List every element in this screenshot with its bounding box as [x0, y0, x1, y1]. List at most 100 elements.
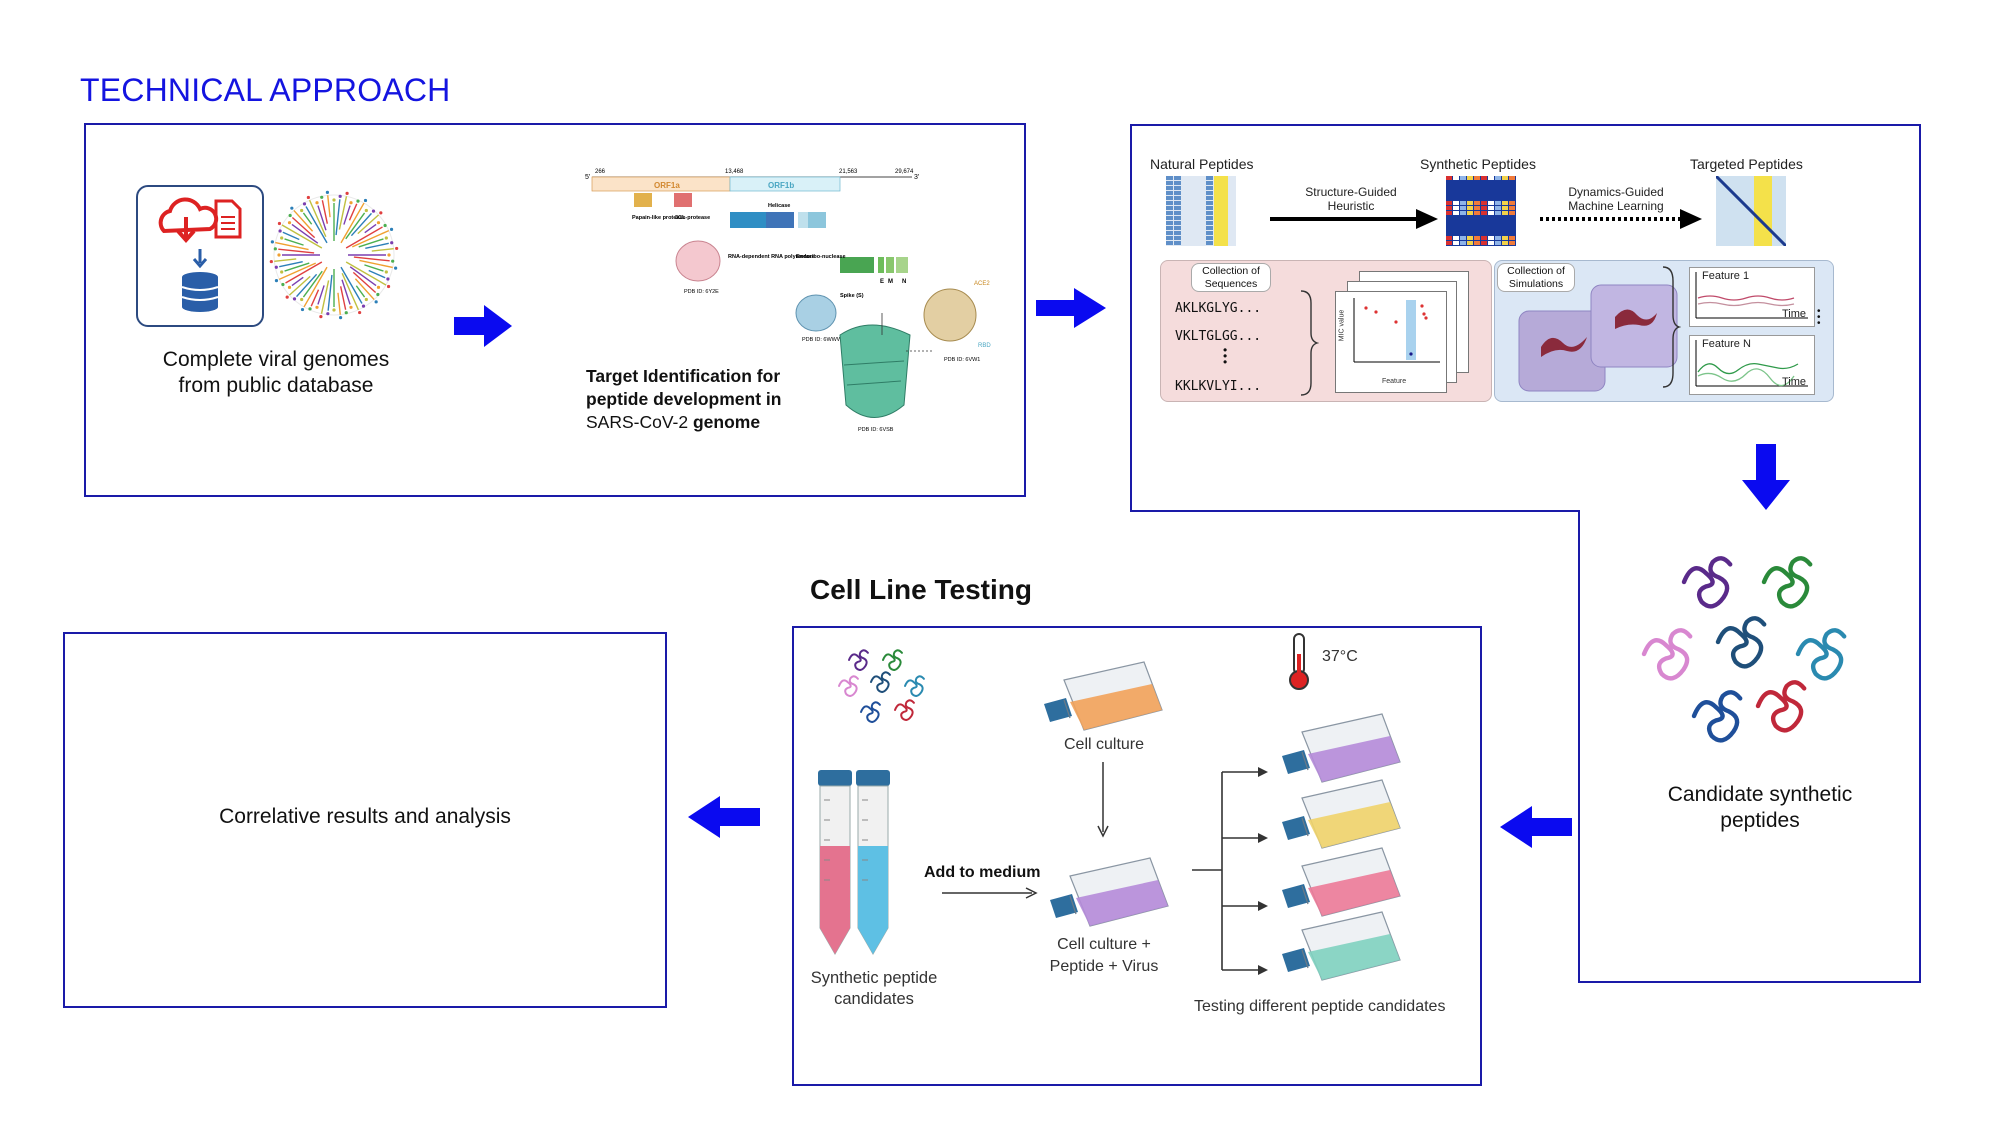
heuristic-label-line1: Structure-Guided — [1305, 185, 1397, 199]
target-label-sars: SARS-CoV-2 — [586, 411, 693, 432]
peptide-design-panel-frame — [1130, 124, 1921, 983]
arrow-right-icon — [1036, 288, 1106, 328]
ml-arrow — [1540, 209, 1702, 229]
candidates-label-line1: Candidate synthetic — [1667, 783, 1853, 806]
synthetic-candidates-line2: candidates — [834, 989, 914, 1008]
time-label-1: Time — [1782, 308, 1807, 320]
pos-21563-label: 21,563 — [839, 169, 858, 175]
ace2-structure-graphic — [923, 288, 977, 342]
heuristic-label-line2: Heuristic — [1327, 198, 1375, 213]
protease-structure-graphic — [675, 240, 721, 282]
papain-label: Papain-like protease — [632, 215, 686, 221]
pdb-6vsb-label: PDB ID: 6VSB — [858, 427, 894, 433]
test-flask-teal — [1282, 911, 1401, 981]
cell-culture-label: Cell culture — [1064, 736, 1145, 753]
test-flask-pink — [1282, 847, 1401, 917]
feature-axis-label: Feature — [1382, 378, 1407, 385]
orf1b-label: ORF1b — [768, 181, 794, 190]
pdb-6www-label: PDB ID: 6WWW — [802, 337, 843, 343]
target-label-line1: Target Identification for — [586, 366, 781, 386]
synthetic-peptides-heatmap — [1446, 176, 1516, 246]
sequences-panel: Collection of Sequences AKLKGLYG... VKLT… — [1160, 260, 1492, 402]
branch-arrows — [1192, 767, 1268, 975]
page-title: TECHNICAL APPROACH — [80, 72, 451, 108]
genome-map-diagram: 5' 266 13,468 21,563 29,674 3' ORF1a ORF… — [585, 169, 991, 433]
collection-simulations-line2: Simulations — [1508, 277, 1564, 290]
endonuclease-structure-graphic — [795, 294, 837, 332]
natural-peptides-heatmap — [1166, 176, 1236, 246]
testing-label: Testing different peptide candidates — [1194, 998, 1446, 1015]
helicase-block — [766, 212, 794, 228]
test-flask-yellow — [1282, 779, 1401, 849]
pos-266-label: 266 — [595, 169, 606, 175]
simulations-panel: Collection of Simulations Feature 1 Time… — [1494, 260, 1834, 402]
feature1-label: Feature 1 — [1702, 270, 1750, 282]
featureN-timeseries: Feature N Time — [1689, 335, 1815, 395]
e-gene-label: E — [880, 279, 884, 285]
papain-block — [634, 193, 652, 207]
mixed-culture-line1: Cell culture + — [1057, 936, 1151, 953]
cell-culture-flask — [1044, 661, 1163, 731]
test-tubes-graphic — [818, 770, 890, 956]
ml-label-line1: Dynamics-Guided — [1568, 185, 1664, 199]
ellipsis-dots: ••• — [1817, 306, 1821, 329]
featureN-label: Feature N — [1702, 338, 1751, 350]
helicase-label: Helicase — [768, 203, 790, 209]
target-label-genome: genome — [692, 411, 761, 432]
temperature-label: 37°C — [1322, 648, 1358, 665]
pdb-6y2e-label: PDB ID: 6Y2E — [684, 289, 719, 295]
brace-icon — [1662, 266, 1681, 388]
brace-icon — [1300, 290, 1319, 396]
candidates-label-line2: peptides — [1720, 809, 1800, 833]
ace2-label: ACE2 — [974, 281, 990, 287]
data-collection-panel: Complete viral genomes from public datab… — [84, 123, 1026, 497]
database-download-icon — [158, 197, 242, 312]
target-label-line2: peptide development in — [586, 388, 782, 409]
mic-axis-label: MIC value — [1338, 309, 1346, 342]
test-flask-purple — [1282, 713, 1401, 783]
genomes-label-line2: from public database — [178, 374, 374, 398]
pos-13468-label: 13,468 — [725, 169, 744, 175]
ml-label-line2: Machine Learning — [1568, 198, 1664, 213]
results-panel: Correlative results and analysis — [63, 632, 667, 1008]
genomes-label-line1: Complete viral genomes — [162, 348, 390, 371]
peptide-cluster-icon — [838, 649, 925, 723]
synthetic-candidates-line1: Synthetic peptide — [810, 969, 938, 987]
3cl-block — [674, 193, 692, 207]
rbd-label: RBD — [978, 343, 991, 349]
endo-label: Endoribo-nuclease — [796, 254, 846, 260]
spike-label: Spike (S) — [840, 293, 864, 299]
ellipsis-dots: ••• — [1223, 343, 1228, 369]
orf1b-region — [729, 176, 841, 192]
collection-sequences-tag: Collection of Sequences — [1191, 263, 1271, 293]
arrow-left-icon — [1500, 806, 1572, 848]
cell-line-heading: Cell Line Testing — [810, 574, 1032, 605]
n-gene-label: N — [902, 279, 906, 285]
database-icon-frame — [136, 185, 264, 327]
collection-simulations-tag: Collection of Simulations — [1497, 263, 1575, 293]
pdb-6vw1-label: PDB ID: 6VW1 — [944, 357, 980, 363]
candidate-peptides-graphic — [1641, 556, 1847, 743]
peptide-pipeline: Natural Peptides Synthetic Peptides Targ… — [1130, 124, 1920, 514]
pos-29674-label: 29,674 — [895, 169, 914, 175]
thermometer-icon — [1289, 633, 1309, 690]
mixed-culture-flask — [1050, 857, 1169, 927]
genome-3prime-label: 3' — [914, 174, 919, 181]
genome-5prime-label: 5' — [585, 174, 590, 181]
spike-structure-graphic — [839, 324, 911, 418]
time-label-2: Time — [1782, 376, 1807, 388]
collection-sequences-line2: Sequences — [1204, 277, 1258, 290]
heuristic-arrow — [1270, 209, 1438, 229]
add-to-medium-label: Add to medium — [924, 864, 1041, 881]
feature1-timeseries: Feature 1 Time — [1689, 267, 1815, 327]
collection-sequences-line1: Collection of — [1202, 265, 1260, 277]
target-label-line3: SARS-CoV-2 genome — [586, 411, 826, 434]
targeted-peptides-heatmap — [1716, 176, 1786, 246]
sequence-3: KKLKVLYI... — [1175, 379, 1262, 394]
spike-block — [840, 257, 874, 273]
arrow-right-small — [942, 887, 1038, 899]
arrow-right-icon — [454, 305, 512, 347]
rdrp-label: RNA-dependent RNA polymerase — [728, 254, 815, 260]
arrow-down-small — [1097, 762, 1109, 838]
arrow-left-icon — [688, 796, 760, 838]
